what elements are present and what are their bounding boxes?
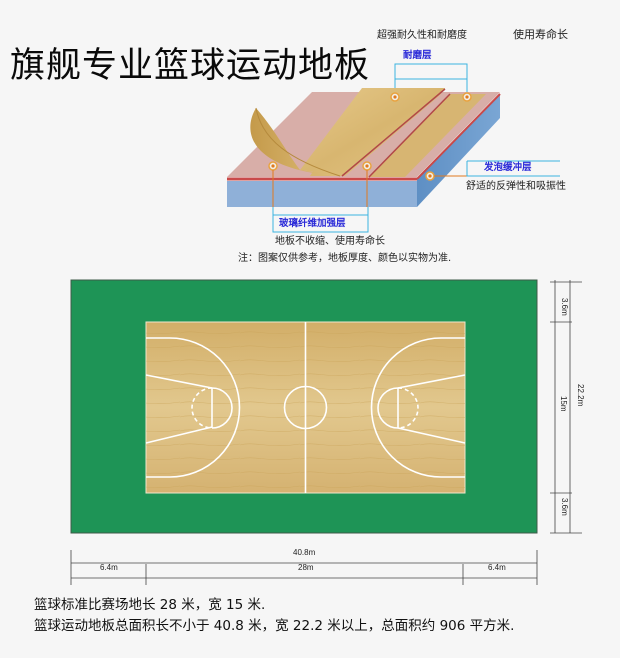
layer-desc-foam: 舒适的反弹性和吸振性	[466, 181, 566, 192]
court-plan	[70, 279, 582, 585]
dim-right-margin: 6.4m	[488, 563, 506, 572]
note-line-1: 篮球标准比赛场地长 28 米，宽 15 米.	[34, 597, 266, 613]
layer-desc-glassfiber: 地板不收缩、使用寿命长	[275, 236, 385, 247]
dim-court-length: 28m	[298, 563, 314, 572]
floor-layer-diagram	[227, 63, 560, 233]
durability-caption: 超强耐久性和耐磨度	[377, 30, 467, 41]
diagram-footnote: 注：图案仅供参考，地板厚度、颜色以实物为准.	[238, 253, 452, 264]
page-title: 旗舰专业篮球运动地板	[10, 46, 371, 86]
note-line-2: 篮球运动地板总面积长不小于 40.8 米，宽 22.2 米以上，总面积约 906…	[34, 618, 515, 634]
dim-left-margin: 6.4m	[100, 563, 118, 572]
lifespan-caption: 使用寿命长	[513, 28, 568, 41]
dim-total-width: 40.8m	[293, 548, 316, 557]
layer-label-foam: 发泡缓冲层	[484, 162, 532, 173]
layer-label-wear: 耐磨层	[403, 50, 432, 61]
layer-label-glassfiber: 玻璃纤维加强层	[279, 218, 346, 229]
